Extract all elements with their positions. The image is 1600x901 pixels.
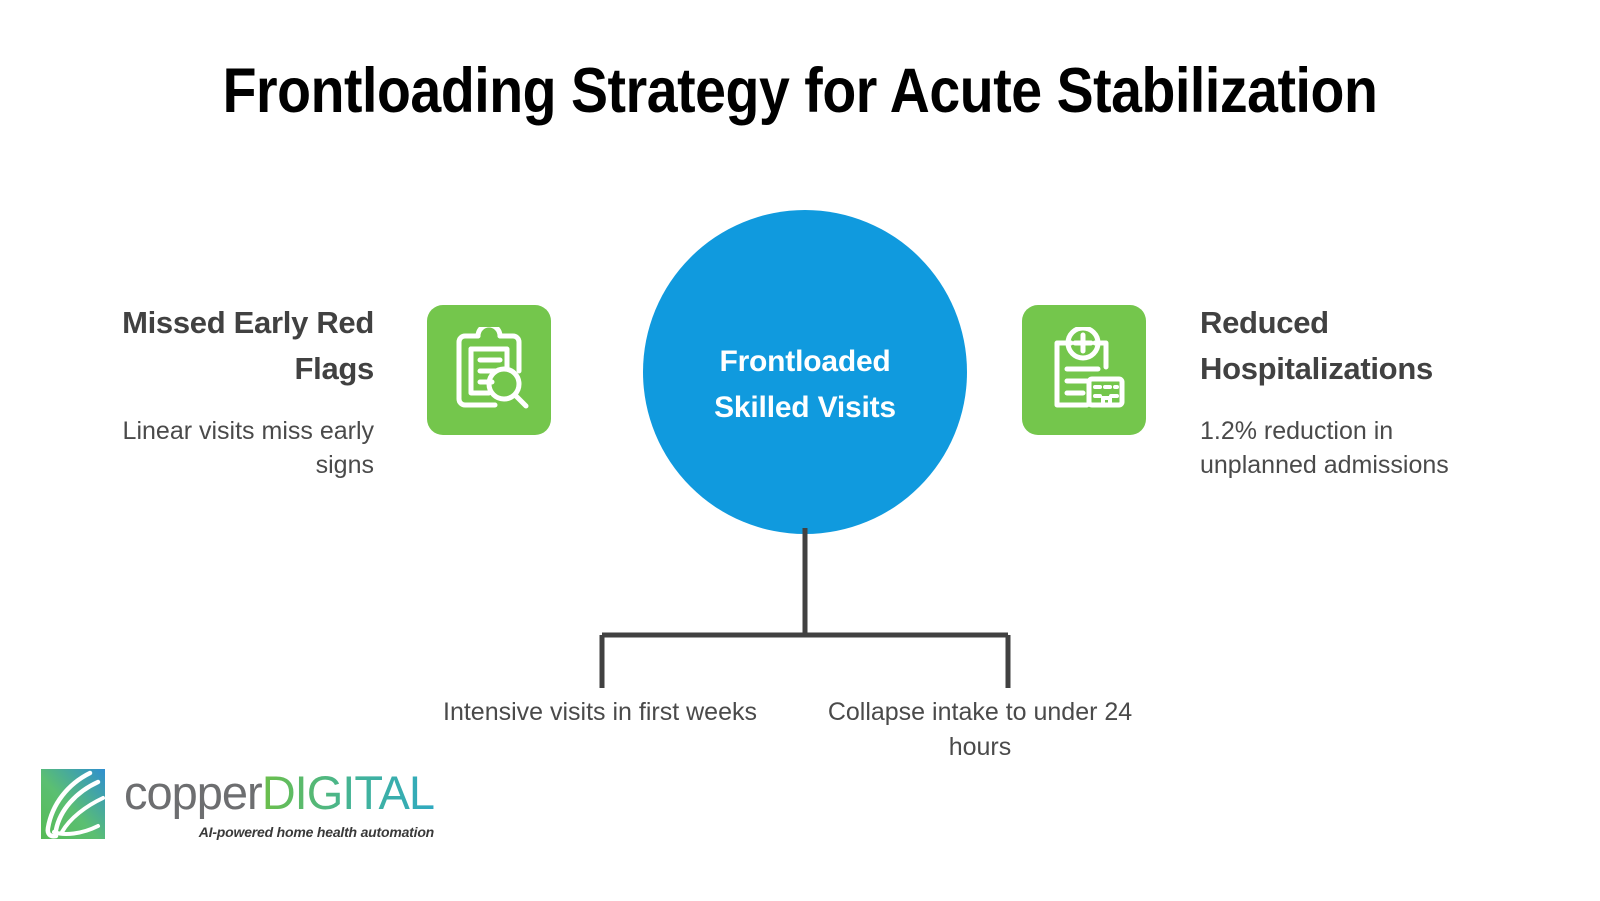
left-subtext: Linear visits miss early signs	[122, 417, 374, 479]
logo-text-block: copperDIGITAL AI-powered home health aut…	[124, 766, 435, 841]
logo-wordmark: copperDIGITAL	[124, 766, 435, 819]
logo-word-copper: copper	[124, 766, 263, 819]
left-heading: Missed Early Red Flags	[122, 305, 374, 386]
logo-tagline: AI-powered home health automation	[198, 824, 435, 840]
leaf-label-left: Intensive visits in first weeks	[443, 698, 757, 726]
brand-logo: copperDIGITAL AI-powered home health aut…	[40, 766, 435, 841]
copperdigital-swoosh-mark	[41, 769, 105, 839]
center-node-label: Frontloaded Skilled Visits	[675, 339, 935, 431]
left-insight-block: Missed Early Red Flags Linear visits mis…	[64, 300, 374, 482]
right-subtext: 1.2% reduction in unplanned admissions	[1200, 417, 1449, 479]
right-heading: Reduced Hospitalizations	[1200, 305, 1433, 386]
left-icon-tile	[427, 305, 551, 435]
center-node-frontloaded-skilled-visits: Frontloaded Skilled Visits	[643, 210, 967, 534]
medical-record-hospital-icon	[1054, 327, 1125, 408]
center-label-line1: Frontloaded	[719, 345, 891, 378]
right-insight-block: Reduced Hospitalizations 1.2% reduction …	[1200, 300, 1510, 482]
center-label-line2: Skilled Visits	[714, 391, 896, 424]
page-title: Frontloading Strategy for Acute Stabiliz…	[222, 56, 1378, 126]
right-icon-tile	[1022, 305, 1146, 435]
leaf-label-right: Collapse intake to under 24 hours	[827, 698, 1133, 761]
connector-lines	[599, 528, 1011, 688]
clipboard-search-icon	[456, 327, 529, 409]
logo-word-digital: DIGITAL	[261, 766, 435, 819]
